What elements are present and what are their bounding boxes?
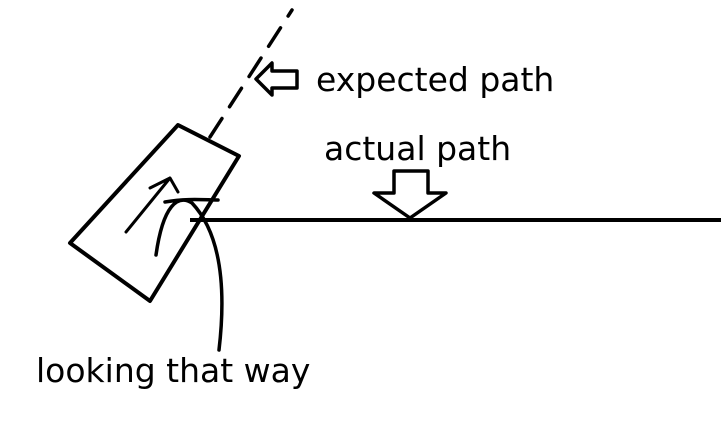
label-pointer-curve [154, 197, 224, 352]
expected-path-line [208, 8, 294, 139]
looking-that-way-label: looking that way [36, 351, 310, 390]
expected-path-arrow-icon [254, 61, 299, 97]
expected-path-label: expected path [316, 60, 554, 99]
actual-path-arrow-icon [372, 169, 448, 220]
vehicle-rectangle [68, 123, 241, 303]
actual-path-label: actual path [324, 129, 511, 168]
heading-arrow-icon [124, 176, 180, 234]
